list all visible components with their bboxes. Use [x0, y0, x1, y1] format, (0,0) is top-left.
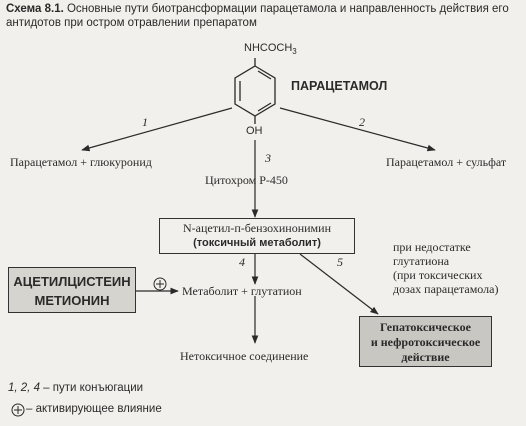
metabolite-name: N-ацетил-п-бензохинонимин [183, 221, 331, 235]
legend-conjugation-text: – пути конъюгации [39, 382, 144, 394]
sulfate-product: Парацетамол + сульфат [386, 155, 507, 169]
note-line-4: дозах парацетамола) [393, 282, 499, 296]
paracetamol-title: ПАРАЦЕТАМОЛ [291, 79, 388, 93]
note-line-3: (при токсических [393, 268, 483, 282]
effect-line-2: и нефротоксическое [370, 335, 481, 349]
acetylcysteine-label: АЦЕТИЛЦИСТЕИН [13, 274, 131, 289]
metabolite-note: (токсичный метаболит) [193, 237, 321, 249]
legend-activation-text: – активирующее влияние [26, 403, 162, 415]
legend-conjugation: 1, 2, 4 – пути конъюгации [8, 382, 143, 394]
path-number-1: 1 [142, 115, 148, 129]
arrow-path-2 [279, 107, 436, 152]
oh-group: OH [246, 125, 263, 137]
benzene-ring-icon [234, 58, 276, 124]
path-number-2: 2 [359, 115, 365, 129]
toxic-metabolite-box: N-ацетил-п-бензохинонимин (токсичный мет… [159, 218, 355, 254]
effect-line-1: Гепатоксическое [380, 320, 471, 334]
legend-plus-circle-icon [11, 403, 25, 417]
glucuronide-product: Парацетамол + глюкуронид [10, 155, 152, 169]
methionine-label: МЕТИОНИН [34, 293, 110, 308]
legend-numbers: 1, 2, 4 [8, 382, 40, 394]
antidote-box: АЦЕТИЛЦИСТЕИН МЕТИОНИН [8, 267, 136, 313]
cytochrome-label: Цитохром Р-450 [205, 173, 288, 187]
note-line-1: при недостатке [393, 240, 471, 254]
glutathione-deficiency-note: при недостатке глутатиона (при токсическ… [393, 240, 498, 296]
legend-activation: – активирующее влияние [26, 403, 162, 415]
glutathione-conjugate: Метаболит + глутатион [182, 284, 302, 298]
arrow-path-1 [81, 107, 233, 152]
figure-caption: Схема 8.1. Основные пути биотрансформаци… [6, 2, 522, 30]
nhcoch3-group: NHCOCH3 [244, 42, 297, 56]
plus-circle-icon [153, 277, 167, 291]
nontoxic-compound: Нетоксичное соединение [180, 349, 309, 363]
path-number-4: 4 [239, 255, 245, 269]
caption-label: Схема 8.1. [6, 3, 64, 15]
nhcoch-text: NHCOCH [244, 42, 293, 54]
path-number-5: 5 [337, 255, 343, 269]
toxic-effect-box: Гепатоксическое и нефротоксическое дейст… [359, 316, 492, 367]
arrow-path-5 [299, 253, 379, 315]
effect-line-3: действие [401, 350, 450, 364]
note-line-2: глутатиона [393, 254, 450, 268]
caption-text: Основные пути биотрансформации парацетам… [6, 3, 509, 29]
subscript-3: 3 [292, 47, 297, 57]
path-number-3: 3 [265, 151, 271, 165]
